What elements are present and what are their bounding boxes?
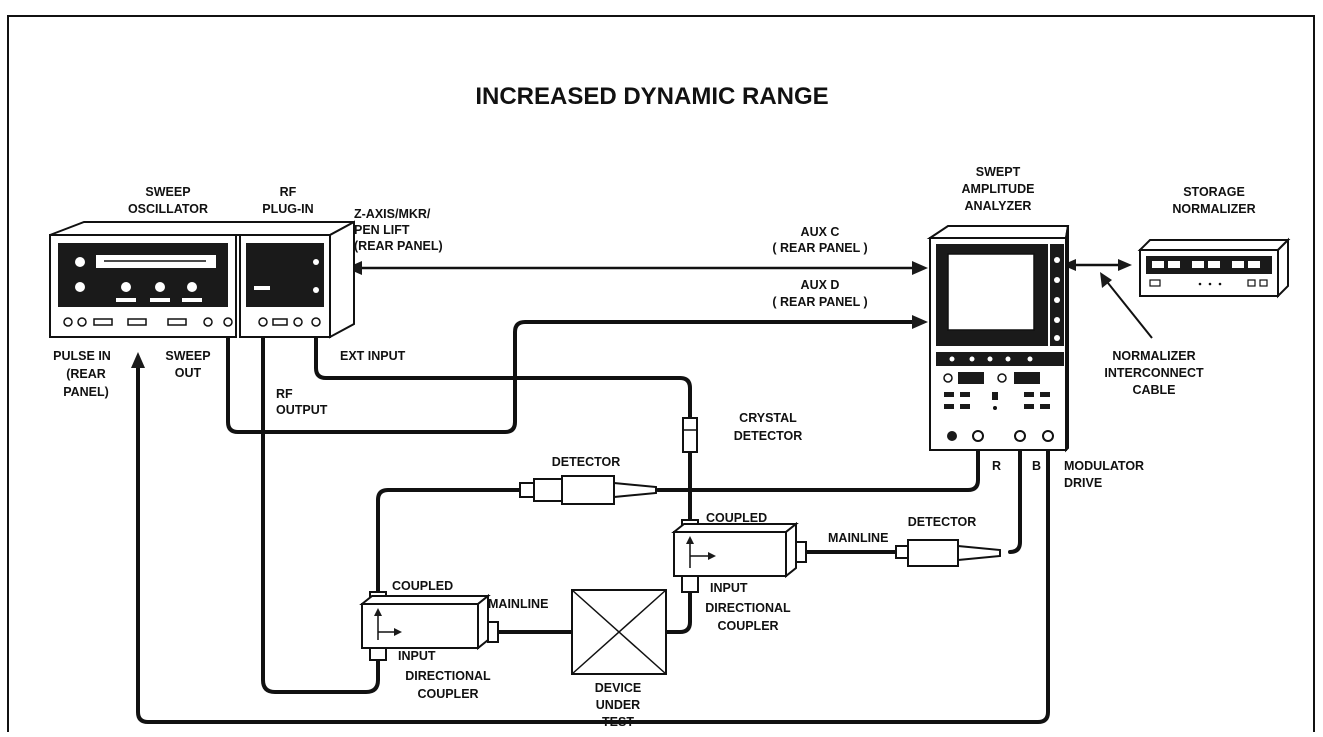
label-mod-1: MODULATOR <box>1064 459 1144 473</box>
label-auxd-2: ( REAR PANEL ) <box>772 295 867 309</box>
arrowhead-right <box>912 261 928 275</box>
arrowhead-pulsein <box>131 352 145 368</box>
label-swept-2: AMPLITUDE <box>962 182 1035 196</box>
osc-top-face <box>49 221 355 236</box>
label-auxc-1: AUX C <box>801 225 840 239</box>
label-rf-plugin-2: PLUG-IN <box>262 202 313 216</box>
cable-detector-b-bport <box>1008 438 1022 554</box>
label-detector-b: DETECTOR <box>908 515 977 529</box>
label-coupled-b: COUPLED <box>706 511 767 525</box>
label-coupled-a: COUPLED <box>392 579 453 593</box>
label-zaxis-2: PEN LIFT <box>354 223 410 237</box>
label-pulse-1: PULSE IN <box>53 349 111 363</box>
label-storage-2: NORMALIZER <box>1172 202 1255 216</box>
cable-extinput-crystal <box>314 320 692 420</box>
label-mainline-b: MAINLINE <box>828 531 888 545</box>
label-dut-3: TEST <box>602 715 634 729</box>
label-port-b: B <box>1032 459 1041 473</box>
label-dircoup-b-2: COUPLER <box>717 619 778 633</box>
device-under-test <box>571 589 667 675</box>
label-dircoup-a-2: COUPLER <box>417 687 478 701</box>
label-dut-1: DEVICE <box>595 681 642 695</box>
cable-rfout-coupler-a <box>261 320 380 694</box>
label-crystal-2: DETECTOR <box>734 429 803 443</box>
directional-coupler-b <box>671 519 807 593</box>
leader-normalizer <box>1103 277 1153 339</box>
label-auxc-2: ( REAR PANEL ) <box>772 241 867 255</box>
label-swept-3: ANALYZER <box>965 199 1032 213</box>
cables <box>131 259 1153 724</box>
detector-b <box>895 539 1001 567</box>
label-norm-3: CABLE <box>1132 383 1175 397</box>
label-sweepout-1: SWEEP <box>165 349 210 363</box>
label-dircoup-b-1: DIRECTIONAL <box>705 601 791 615</box>
label-pulse-3: PANEL) <box>63 385 109 399</box>
cable-sweepout-auxd <box>226 320 917 434</box>
arrowhead-auxd <box>912 315 928 329</box>
label-mainline-a: MAINLINE <box>488 597 548 611</box>
label-rfout-2: OUTPUT <box>276 403 328 417</box>
label-zaxis-3: (REAR PANEL) <box>354 239 443 253</box>
label-auxd-1: AUX D <box>801 278 840 292</box>
label-sweep-osc-1: SWEEP <box>145 185 190 199</box>
label-pulse-2: (REAR <box>66 367 106 381</box>
label-zaxis-1: Z-AXIS/MKR/ <box>354 207 431 221</box>
label-sweepout-2: OUT <box>175 366 202 380</box>
diagram-title: INCREASED DYNAMIC RANGE <box>475 83 828 110</box>
label-storage-1: STORAGE <box>1183 185 1245 199</box>
label-input-b: INPUT <box>710 581 748 595</box>
label-dut-2: UNDER <box>596 698 640 712</box>
label-crystal-1: CRYSTAL <box>739 411 797 425</box>
sweep-oscillator <box>49 220 355 339</box>
cable-dut-coupler-b <box>664 590 692 634</box>
analyzer-crt-screen <box>947 253 1035 331</box>
label-mod-2: DRIVE <box>1064 476 1102 490</box>
arrowhead-norm-right <box>1118 259 1132 271</box>
detector-a <box>519 475 657 505</box>
label-ext-input: EXT INPUT <box>340 349 406 363</box>
label-detector-a: DETECTOR <box>552 455 621 469</box>
label-norm-2: INTERCONNECT <box>1104 366 1204 380</box>
label-sweep-osc-2: OSCILLATOR <box>128 202 208 216</box>
storage-normalizer <box>1137 237 1291 299</box>
swept-amplitude-analyzer <box>926 225 1070 453</box>
arrowhead-leader <box>1100 272 1112 288</box>
label-swept-1: SWEPT <box>976 165 1021 179</box>
cable-detector-a-r <box>656 438 980 492</box>
label-norm-1: NORMALIZER <box>1112 349 1195 363</box>
crystal-detector <box>682 417 698 453</box>
cable-modulator-pulsein <box>136 362 1050 724</box>
labels: SWEEP OSCILLATOR RF PLUG-IN Z-AXIS/MKR/ … <box>53 165 1255 729</box>
label-port-r: R <box>992 459 1001 473</box>
label-rf-plugin-1: RF <box>280 185 297 199</box>
label-input-a: INPUT <box>398 649 436 663</box>
directional-coupler-a <box>359 591 499 661</box>
cable-coupler-a-detector-a <box>376 488 522 594</box>
label-rfout-1: RF <box>276 387 293 401</box>
label-dircoup-a-1: DIRECTIONAL <box>405 669 491 683</box>
